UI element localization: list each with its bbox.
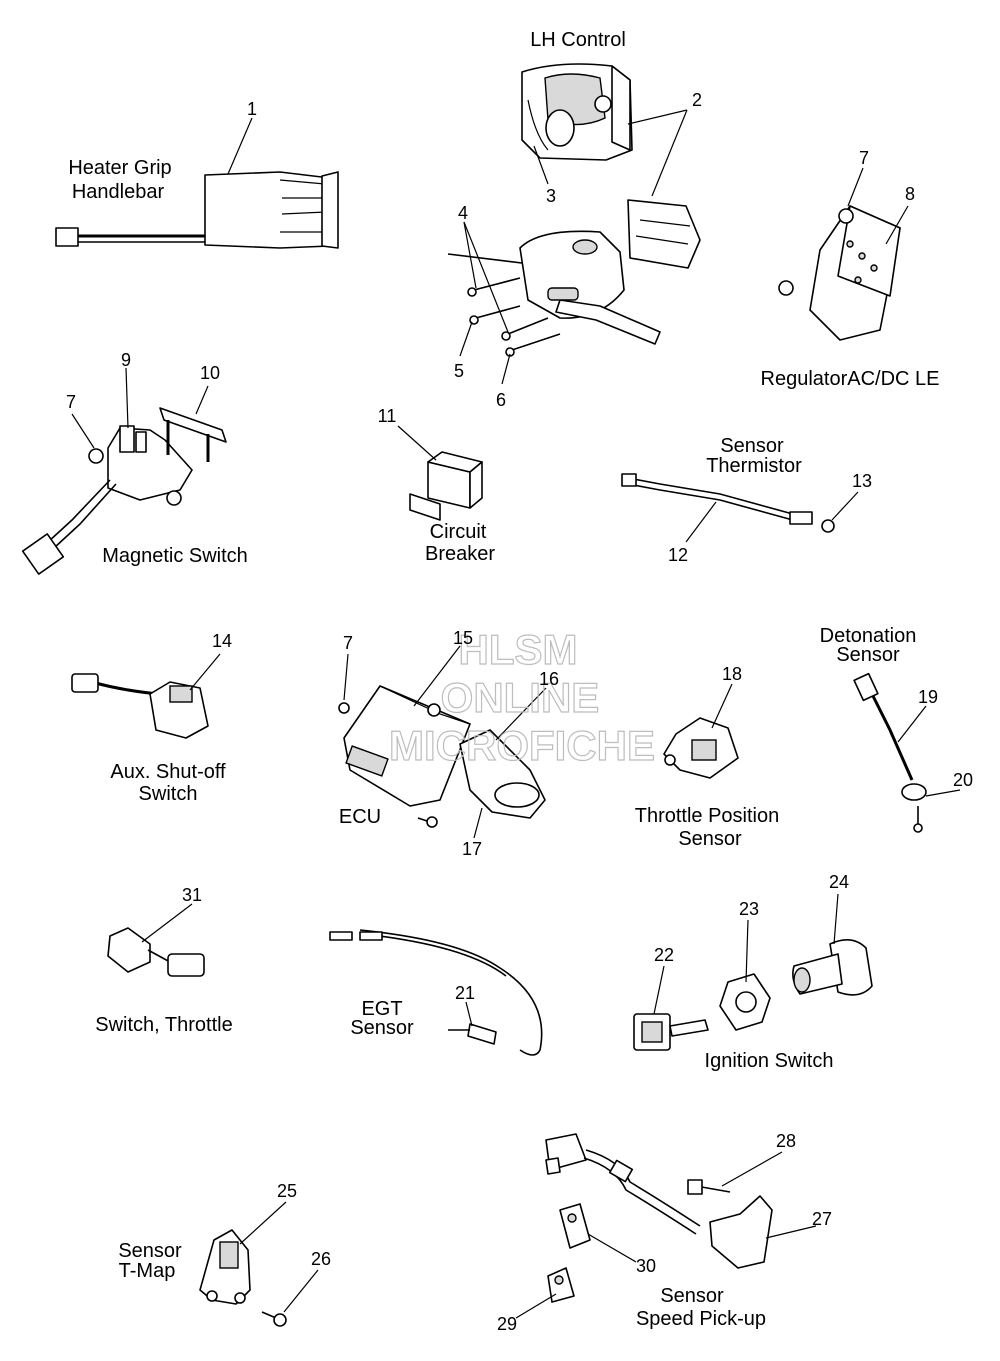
label-ignition-switch: Ignition Switch bbox=[705, 1050, 834, 1072]
label-regulator: RegulatorAC/DC LE bbox=[761, 368, 940, 390]
callout-number[interactable]: 31 bbox=[182, 885, 202, 905]
callout-number[interactable]: 5 bbox=[454, 361, 464, 381]
callout-number[interactable]: 17 bbox=[462, 839, 482, 859]
callout-number[interactable]: 7 bbox=[859, 148, 869, 168]
leader-lines bbox=[71, 109, 961, 1319]
circuit-breaker-part[interactable] bbox=[409, 451, 483, 521]
magnetic-switch-part[interactable] bbox=[21, 407, 227, 575]
watermark-line-2: ONLINE bbox=[441, 674, 600, 721]
callout-number[interactable]: 13 bbox=[852, 471, 872, 491]
callout-numbers: 1 2 3 4 5 6 7 8 7 9 10 11 12 13 14 7 15 … bbox=[66, 90, 973, 1334]
callout-number[interactable]: 26 bbox=[311, 1249, 331, 1269]
ecu-part[interactable] bbox=[338, 685, 546, 828]
watermark-line-3: MICROFICHE bbox=[389, 722, 655, 769]
label-ecu: ECU bbox=[339, 806, 381, 828]
label-circuit-breaker-1: Circuit bbox=[430, 521, 487, 543]
aux-shutoff-switch-part[interactable] bbox=[71, 673, 209, 739]
lh-control-housing-part[interactable] bbox=[521, 63, 633, 161]
label-heater-grip-2: Handlebar bbox=[72, 181, 165, 203]
label-detonation-2: Sensor bbox=[836, 644, 900, 666]
callout-number[interactable]: 6 bbox=[496, 390, 506, 410]
detonation-sensor-part[interactable] bbox=[853, 672, 927, 833]
label-magnetic-switch: Magnetic Switch bbox=[102, 545, 248, 567]
label-detonation-1: Detonation bbox=[820, 625, 917, 647]
watermark-line-1: HLSM bbox=[459, 626, 578, 673]
label-sensor-tmap-1: Sensor bbox=[118, 1240, 182, 1262]
callout-number[interactable]: 7 bbox=[343, 633, 353, 653]
callout-number[interactable]: 3 bbox=[546, 186, 556, 206]
callout-number[interactable]: 1 bbox=[247, 99, 257, 119]
part-labels: Heater Grip Handlebar LH Control Regulat… bbox=[68, 29, 939, 1330]
label-egt-1: EGT bbox=[361, 998, 402, 1020]
callout-number[interactable]: 30 bbox=[636, 1256, 656, 1276]
callout-number[interactable]: 19 bbox=[918, 687, 938, 707]
callout-number[interactable]: 21 bbox=[455, 983, 475, 1003]
callout-number[interactable]: 7 bbox=[66, 392, 76, 412]
label-throttle-position-2: Sensor bbox=[678, 828, 742, 850]
label-switch-throttle: Switch, Throttle bbox=[95, 1014, 232, 1036]
throttle-position-sensor-part[interactable] bbox=[663, 717, 739, 779]
callout-number[interactable]: 10 bbox=[200, 363, 220, 383]
callout-number[interactable]: 15 bbox=[453, 628, 473, 648]
callout-number[interactable]: 20 bbox=[953, 770, 973, 790]
label-throttle-position-1: Throttle Position bbox=[635, 805, 780, 827]
label-heater-grip-1: Heater Grip bbox=[68, 157, 171, 179]
callout-number[interactable]: 9 bbox=[121, 350, 131, 370]
sensor-tmap-part[interactable] bbox=[199, 1229, 287, 1327]
watermark: HLSM ONLINE MICROFICHE bbox=[388, 625, 655, 769]
callout-number[interactable]: 18 bbox=[722, 664, 742, 684]
sensor-thermistor-part[interactable] bbox=[621, 473, 835, 533]
label-sensor-tmap-2: T-Map bbox=[119, 1260, 176, 1282]
callout-number[interactable]: 16 bbox=[539, 669, 559, 689]
lh-control-assembly-part[interactable] bbox=[447, 199, 701, 357]
label-aux-shutoff-1: Aux. Shut-off bbox=[110, 761, 226, 783]
callout-number[interactable]: 29 bbox=[497, 1314, 517, 1334]
ignition-switch-part[interactable] bbox=[633, 939, 873, 1051]
callout-number[interactable]: 12 bbox=[668, 545, 688, 565]
label-lh-control: LH Control bbox=[530, 29, 626, 51]
label-sensor-thermistor-1: Sensor bbox=[720, 435, 784, 457]
callout-number[interactable]: 27 bbox=[812, 1209, 832, 1229]
callout-number[interactable]: 14 bbox=[212, 631, 232, 651]
heater-grip-handlebar-part[interactable] bbox=[55, 171, 339, 249]
callout-number[interactable]: 24 bbox=[829, 872, 849, 892]
callout-number[interactable]: 23 bbox=[739, 899, 759, 919]
label-egt-2: Sensor bbox=[350, 1017, 414, 1039]
callout-number[interactable]: 28 bbox=[776, 1131, 796, 1151]
label-sensor-thermistor-2: Thermistor bbox=[706, 455, 802, 477]
label-circuit-breaker-2: Breaker bbox=[425, 543, 495, 565]
speed-pickup-sensor-part[interactable] bbox=[545, 1133, 773, 1303]
label-aux-shutoff-2: Switch bbox=[139, 783, 198, 805]
callout-number[interactable]: 2 bbox=[692, 90, 702, 110]
label-speed-pickup-1: Sensor bbox=[660, 1285, 724, 1307]
regulator-ac-dc-part[interactable] bbox=[778, 205, 901, 341]
egt-sensor-part[interactable] bbox=[329, 929, 543, 1056]
callout-number[interactable]: 25 bbox=[277, 1181, 297, 1201]
callout-number[interactable]: 4 bbox=[458, 203, 468, 223]
label-speed-pickup-2: Speed Pick-up bbox=[636, 1308, 766, 1330]
callout-number[interactable]: 22 bbox=[654, 945, 674, 965]
callout-number[interactable]: 11 bbox=[378, 406, 397, 426]
switch-throttle-part[interactable] bbox=[107, 927, 205, 977]
callout-number[interactable]: 8 bbox=[905, 184, 915, 204]
